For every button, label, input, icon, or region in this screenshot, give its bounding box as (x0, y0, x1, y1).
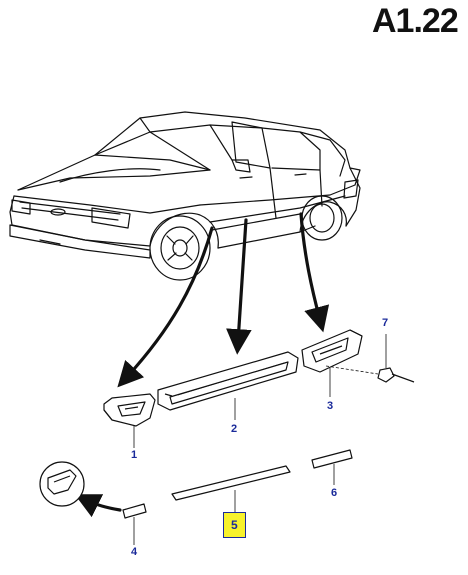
callout-7: 7 (382, 317, 389, 329)
page-code: A1.22 (372, 2, 459, 40)
callout-3: 3 (327, 400, 334, 412)
part-1-front-wing-moulding (103, 393, 156, 427)
callout-6: 6 (331, 487, 338, 499)
callout-2: 2 (231, 423, 238, 435)
callout-1: 1 (131, 449, 138, 461)
assembly-arrows (74, 212, 330, 518)
detail-magnifier (39, 461, 85, 507)
leader-lines (133, 334, 387, 545)
part-7-clip (377, 352, 415, 383)
part-2-front-door-moulding (157, 351, 299, 411)
part-6-rear-strip (311, 449, 353, 469)
callout-5-highlighted: 5 (223, 512, 246, 538)
car-illustration (9, 111, 361, 281)
callout-4: 4 (131, 546, 138, 558)
part-3-rear-door-moulding (301, 329, 363, 373)
part-4-front-strip (122, 503, 147, 519)
part-5-door-strip (171, 465, 291, 501)
